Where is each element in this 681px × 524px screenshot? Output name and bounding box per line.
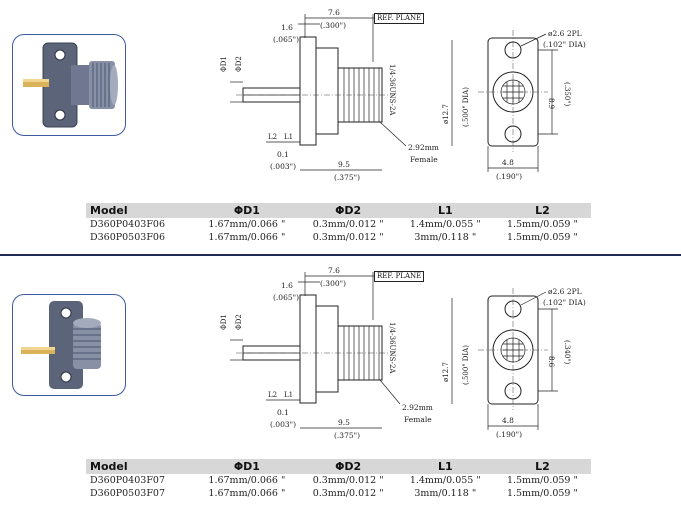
dim-top-in: (.300")	[320, 279, 346, 288]
dim-body: 9.5	[338, 160, 350, 169]
flange-width-in: (.190")	[496, 172, 522, 181]
header-d2: ΦD2	[299, 459, 397, 474]
hole-diameter: ø2.6 2PL	[548, 29, 582, 38]
d1-label: ΦD1	[220, 56, 228, 72]
dim-flange: 1.6	[281, 281, 293, 290]
d2-label: ΦD2	[235, 56, 243, 72]
cell-l2: 1.5mm/0.059 "	[506, 219, 578, 230]
cell-l2: 1.5mm/0.059 "	[506, 232, 578, 243]
cell-l2: 1.5mm/0.059 "	[506, 488, 578, 499]
section-divider	[0, 254, 681, 256]
interface-label-a: 2.92mm	[402, 403, 433, 412]
interface-label-a: 2.92mm	[408, 143, 439, 152]
hole-diameter-in: (.102" DIA)	[543, 298, 586, 307]
hole-pitch-in: (.340")	[563, 340, 571, 365]
dim-flange-in: (.065")	[273, 35, 299, 44]
cell-model: D360P0503F06	[90, 232, 165, 243]
spec-table: Model ΦD1 ΦD2 L1 L2 D360P0403F07 1.67mm/…	[86, 459, 591, 500]
product-section-2: 7.6 (.300") 1.6 (.065") ΦD1 ΦD2 L2 L1 0.…	[0, 258, 681, 524]
l2-label: L2	[268, 133, 277, 141]
spec-table: Model ΦD1 ΦD2 L1 L2 D360P0403F06 1.67mm/…	[86, 203, 591, 244]
l2-label: L2	[268, 391, 277, 399]
hole-diameter-in: (.102" DIA)	[543, 40, 586, 49]
table-row: D360P0503F07 1.67mm/0.066 " 0.3mm/0.012 …	[86, 487, 591, 500]
hole-pitch: 8.9	[547, 98, 555, 109]
ref-plane-label: REF. PLANE	[374, 271, 425, 282]
header-l2: L2	[493, 203, 591, 218]
dim-pin-in: (.003")	[270, 162, 296, 171]
cell-l1: 1.4mm/0.055 "	[409, 219, 481, 230]
table-row: D360P0403F06 1.67mm/0.066 " 0.3mm/0.012 …	[86, 218, 591, 231]
connector-photo-illustration	[21, 301, 101, 389]
cell-d2: 0.3mm/0.012 "	[312, 475, 384, 486]
cell-d1: 1.67mm/0.066 "	[208, 232, 286, 243]
hole-diameter: ø2.6 2PL	[548, 287, 582, 296]
d2-label: ΦD2	[235, 314, 243, 330]
cell-d2: 0.3mm/0.012 "	[312, 488, 384, 499]
connector-drawing: 7.6 (.300") 1.6 (.065") ΦD1 ΦD2 L2 L1 0.…	[220, 266, 586, 440]
header-model: Model	[86, 203, 195, 218]
header-d2: ΦD2	[299, 203, 397, 218]
ref-plane-label: REF. PLANE	[374, 13, 425, 24]
dim-flange-in: (.065")	[273, 293, 299, 302]
dim-top-in: (.300")	[320, 21, 346, 30]
cell-model: D360P0403F06	[90, 219, 165, 230]
connector-drawing: 7.6 (.300") 1.6 (.065") ΦD1 ΦD2 L2 L1 0.…	[220, 8, 586, 182]
table-row: D360P0403F07 1.67mm/0.066 " 0.3mm/0.012 …	[86, 474, 591, 487]
dim-body-in: (.375")	[334, 173, 360, 182]
header-l1: L1	[396, 203, 494, 218]
connector-photo	[12, 294, 126, 396]
dim-pin: 0.1	[277, 408, 289, 417]
l1-label: L1	[284, 133, 293, 141]
cell-model: D360P0503F07	[90, 488, 165, 499]
flange-width-in: (.190")	[496, 430, 522, 439]
flange-diameter-in: (.500" DIA)	[462, 345, 470, 385]
header-l1: L1	[396, 459, 494, 474]
product-section-1: 7.6 (.300") 1.6 (.065") ΦD1 ΦD2 L2 L1 0.…	[0, 0, 681, 252]
flange-width: 4.8	[502, 416, 514, 425]
interface-label-b: Female	[404, 415, 432, 424]
thread-label: 1/4-36UNS-2A	[388, 64, 396, 116]
hole-pitch-in: (.350")	[563, 82, 571, 107]
hole-pitch: 8.6	[547, 356, 555, 368]
spec-table-header: Model ΦD1 ΦD2 L1 L2	[86, 459, 591, 474]
spec-table-header: Model ΦD1 ΦD2 L1 L2	[86, 203, 591, 218]
cell-l2: 1.5mm/0.059 "	[506, 475, 578, 486]
interface-label-b: Female	[410, 155, 438, 164]
header-d1: ΦD1	[194, 203, 300, 218]
dim-flange: 1.6	[281, 23, 293, 32]
flange-diameter-in: (.500" DIA)	[462, 87, 470, 127]
dim-body: 9.5	[338, 418, 350, 427]
dim-body-in: (.375")	[334, 431, 360, 440]
cell-d2: 0.3mm/0.012 "	[312, 219, 384, 230]
thread-label: 1/4-36UNS-2A	[388, 322, 396, 374]
cell-d2: 0.3mm/0.012 "	[312, 232, 384, 243]
cell-d1: 1.67mm/0.066 "	[208, 475, 286, 486]
cell-l1: 1.4mm/0.055 "	[409, 475, 481, 486]
d1-label: ΦD1	[220, 314, 228, 330]
dim-pin-in: (.003")	[270, 420, 296, 429]
cell-l1: 3mm/0.118 "	[414, 232, 477, 243]
header-model: Model	[86, 459, 195, 474]
cell-l1: 3mm/0.118 "	[414, 488, 477, 499]
dim-top: 7.6	[328, 266, 340, 275]
dim-top: 7.6	[328, 8, 340, 17]
dim-pin: 0.1	[277, 150, 289, 159]
cell-d1: 1.67mm/0.066 "	[208, 219, 286, 230]
connector-photo	[12, 34, 126, 136]
header-d1: ΦD1	[194, 459, 300, 474]
table-row: D360P0503F06 1.67mm/0.066 " 0.3mm/0.012 …	[86, 231, 591, 244]
cell-d1: 1.67mm/0.066 "	[208, 488, 286, 499]
connector-photo-illustration	[23, 42, 118, 128]
flange-diameter: ø12.7	[442, 104, 450, 124]
l1-label: L1	[284, 391, 293, 399]
flange-diameter: ø12.7	[442, 362, 450, 382]
flange-width: 4.8	[502, 158, 514, 167]
header-l2: L2	[493, 459, 591, 474]
cell-model: D360P0403F07	[90, 475, 165, 486]
